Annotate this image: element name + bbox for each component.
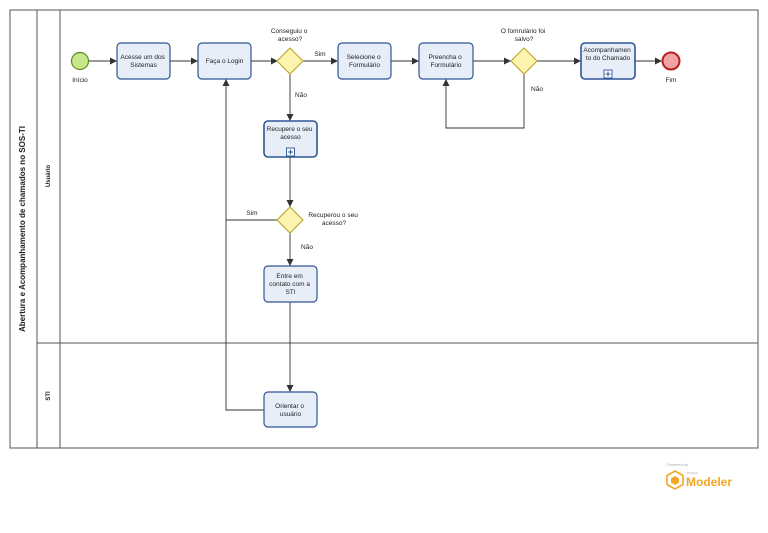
task-label-line: Formulário (349, 62, 380, 69)
task-acesse-sistemas: Acesse um dos Sistemas (116, 42, 171, 80)
gateway-label-line: Recuperou o seu (308, 212, 358, 219)
branding-product: Modeler (686, 475, 732, 489)
flow-label-login-no: Não (295, 92, 307, 99)
task-label-line: Formulário (430, 62, 461, 69)
task-label-line: Recupere o seu (267, 126, 313, 133)
branding-powered-by: Powered by (667, 462, 688, 467)
svg-text:Recuperou o seu acesso?: Recuperou o seu acesso? (308, 212, 359, 227)
gateway-label-line: Conseguiu o (271, 28, 308, 35)
bizagi-logo-icon (666, 470, 684, 490)
lane-usuario: Usuário (36, 10, 61, 448)
task-label-line: Orientar o (275, 403, 304, 410)
bizagi-branding: Powered by bizagi Modeler (666, 462, 732, 490)
lane-label-sti: STI (46, 391, 52, 401)
flow-label-recovered-yes: Sim (246, 210, 257, 217)
task-faca-login: Faça o Login (197, 42, 252, 80)
svg-text:Conseguiu o acesso?: Conseguiu o acesso? (271, 28, 309, 43)
gateway-form-saved: O fomrulário foi salvo? (501, 28, 547, 75)
task-selecione-formulario: Selecione o Formulário (337, 42, 392, 80)
task-label-line: Selecione o (347, 54, 381, 61)
svg-text:Recupere o seu acesso: Recupere o seu acesso (267, 126, 315, 141)
task-entre-contato: Entre em contato com a STI (263, 265, 318, 303)
subprocess-expand-icon (603, 69, 613, 79)
task-orientar-usuario: Orientar o usuário (263, 391, 318, 428)
svg-text:Acesse um dos Sistemas: Acesse um dos Sistemas (120, 54, 166, 69)
task-label-line: Acesse um dos (120, 54, 165, 61)
task-label-line: contato com a (269, 281, 310, 288)
pool: Abertura e Acompanhamento de chamados no… (9, 9, 759, 449)
subprocess-recupere-acesso: Recupere o seu acesso (263, 120, 318, 158)
end-event-label: Fim (666, 77, 677, 84)
svg-text:Preencha o Formulário: Preencha o Formulário (428, 54, 463, 69)
gateway-recovered: Recuperou o seu acesso? (276, 206, 359, 234)
lane-label-usuario: Usuário (46, 164, 52, 187)
start-event-label: Início (72, 77, 88, 84)
start-event: Início (70, 51, 90, 84)
gateway-label-line: acesso? (278, 36, 303, 43)
task-label-line: usuário (280, 411, 302, 418)
flow-label-saved-no: Não (531, 86, 543, 93)
pool-title: Abertura e Acompanhamento de chamados no… (18, 126, 27, 332)
flow-label-recovered-no: Não (301, 244, 313, 251)
gateway-login-ok: Conseguiu o acesso? (271, 28, 309, 75)
branding-vendor: bizagi (687, 470, 698, 475)
task-label-line: acesso (280, 134, 301, 141)
lane-sti: STI (46, 391, 52, 401)
task-label-line: Sistemas (130, 62, 157, 69)
gateway-label-line: salvo? (515, 36, 534, 43)
subprocess-expand-icon (286, 147, 295, 157)
task-label-line: STI (285, 289, 295, 296)
svg-text:Orientar o usuário: Orientar o usuário (275, 403, 306, 418)
svg-text:O fomrulário foi salvo?: O fomrulário foi salvo? (501, 28, 547, 43)
end-event: Fim (661, 51, 681, 84)
task-preencha-formulario: Preencha o Formulário (418, 42, 474, 80)
svg-text:Entre em contato com a: Entre em contato com a STI (269, 273, 312, 296)
task-label-line: Preencha o (428, 54, 462, 61)
flow-label-login-yes: Sim (314, 51, 325, 58)
gateway-label-line: O fomrulário foi (501, 28, 545, 35)
task-label-line: Acompanhamen (583, 47, 631, 54)
flow-form-not-saved (442, 73, 525, 129)
svg-text:Acompanhamen to do Chama: Acompanhamen to do Chamado (583, 47, 632, 62)
gateway-label-line: acesso? (322, 220, 347, 227)
subprocess-acompanhamento: Acompanhamen to do Chamado (580, 42, 636, 80)
task-label-line: to do Chamado (586, 55, 631, 62)
task-label-line: Faça o Login (206, 58, 244, 65)
svg-text:Selecione o Formulário: Selecione o Formulário (347, 54, 383, 69)
task-label-line: Entre em (276, 273, 302, 280)
flow-orientar-login (225, 220, 264, 411)
sequence-flows (89, 57, 662, 411)
